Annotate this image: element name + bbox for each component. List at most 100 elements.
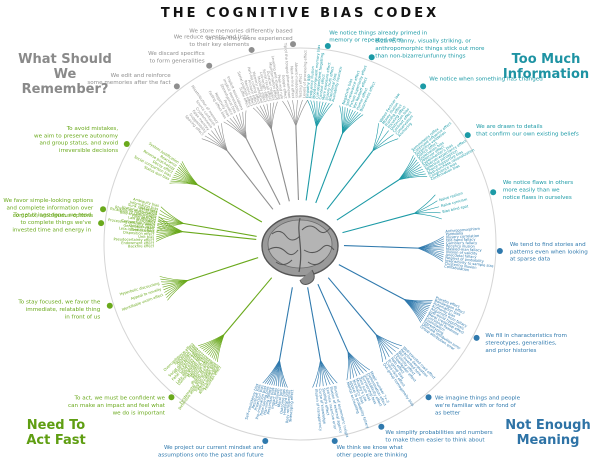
category-label-line: to their key elements [189,42,249,48]
branch-stem [187,257,259,281]
category-label-line: We fill in characteristics from [485,333,567,339]
heading-not-enough-meaning: Not Enough Meaning [500,418,596,448]
bias-label: Time-saving bias [259,386,270,418]
branch-fan [155,216,257,242]
bias-label: Levels of processing effect [302,50,307,99]
branch-stem [317,283,349,353]
branch-twig [375,334,399,350]
bias-label: Bike-shedding effect [120,210,158,220]
category-label-line: complex, ambiguous options [13,213,94,219]
branch-fan [201,123,274,210]
heading-line: Remember? [21,82,109,97]
heading-too-much-information: Too Much Information [494,52,598,82]
category-label: We store memories differently based on ho… [189,28,293,41]
branch-twig [287,100,297,127]
branch-twig [413,206,440,214]
branch-twig [347,351,370,371]
bias-label: Illusory truth effect [325,66,335,101]
category-label: We favor simple-looking options and compl… [3,198,93,219]
branch-twig [316,103,333,128]
bias-label: Ambiguity bias [133,197,160,208]
bias-label: IKEA effect [136,218,157,225]
branch-twig [413,212,441,214]
branch-stem [223,277,273,335]
category-label-line: some memories after the fact [87,80,171,86]
bias-label: Negativity bias [342,78,354,105]
bias-label: Zero-risk bias [130,228,155,234]
bias-label: Next-in-line effect [289,66,295,99]
category-label-line: We notice when something has changed [429,77,543,83]
bias-label: Resistant bias [251,384,262,409]
bias-label: Mere exposure effect [322,61,332,100]
branch-fan [315,105,364,204]
bias-label: Pareidolia [446,231,464,236]
bias-label: Pseudocertainty effect [114,237,155,242]
category-label: To avoid mistakes,we aim to preserve aut… [34,126,119,154]
bias-label: Peak-end rule [277,74,284,100]
branch-twig [158,216,184,224]
category-label-line: on how they were experienced [206,36,293,42]
branch-twig [207,132,228,152]
heading-need-to-act-fast: Need To Act Fast [8,418,104,448]
category-label-line: we do is important [113,410,166,416]
bias-label: Law of Triviality [128,216,157,224]
branch-twig [375,334,387,360]
category-label-line: We edit and reinforce [111,73,172,79]
bias-label: Naïve realism [439,191,464,202]
branch-twig [375,334,396,352]
bias-label: Insensitivity to sample size [445,259,495,269]
category-label-line: To get things done, we tend [12,213,91,219]
branch-twig [339,105,343,134]
branch-stem [305,127,317,201]
heading-line: Need To [26,418,86,433]
branch-twig [372,123,379,152]
category-label-line: invested time and energy in [12,227,91,233]
branch-twig [372,134,394,152]
bias-label: Neglect of probability [445,256,485,264]
category-label-line: in front of us [65,314,101,320]
branch-twig [235,114,247,139]
category-label-line: We favor simple-looking options [3,198,93,204]
branch-twig [375,334,402,347]
bias-label: Information bias [129,200,159,211]
heading-line: Not Enough [505,418,591,433]
bias-label: Belief bias [139,206,158,214]
category-dot [324,42,331,49]
category-dot [100,206,107,213]
category-label-line: irreversible decisions [59,148,118,154]
category-label-line: We notice flaws in others [503,180,573,186]
category-label-line: stereotypes, generalities, [485,341,556,347]
category-dot [168,394,175,401]
category-label-line: we're familiar with or fond of [435,403,517,409]
bias-label: Rosy retrospection [285,389,291,423]
branch-twig [217,125,228,152]
bias-label: Conjunction fallacy [121,219,156,228]
category-label-line: We store memories differently based [189,28,293,34]
category-label-line: and complete information over [6,206,93,212]
bias-label: Occam's razor [129,223,156,230]
bias-label: Irrational escalation [122,205,158,216]
bias-label: Clustering illusion [444,262,476,270]
heading-line: Meaning [516,433,580,448]
category-label-line: at sparse data [510,257,550,263]
category-label-line: patterns even when looking [510,249,588,255]
category-label-line: We reduce events and lists [174,35,250,41]
category-label-line: We simplify probabilities and numbers [385,430,492,436]
branch-twig [214,127,228,152]
category-dot [262,437,269,444]
bias-label: Disposition effect [123,231,155,237]
branch-twig [375,334,393,355]
branch-twig [252,107,272,130]
bias-label: Recency illusion [446,244,475,248]
bias-label: Cue-dependent forgetting [315,52,324,99]
category-dot [290,41,297,48]
bias-label: Moral luck [277,388,283,408]
bias-label: Processing difficulty effect [108,218,156,228]
